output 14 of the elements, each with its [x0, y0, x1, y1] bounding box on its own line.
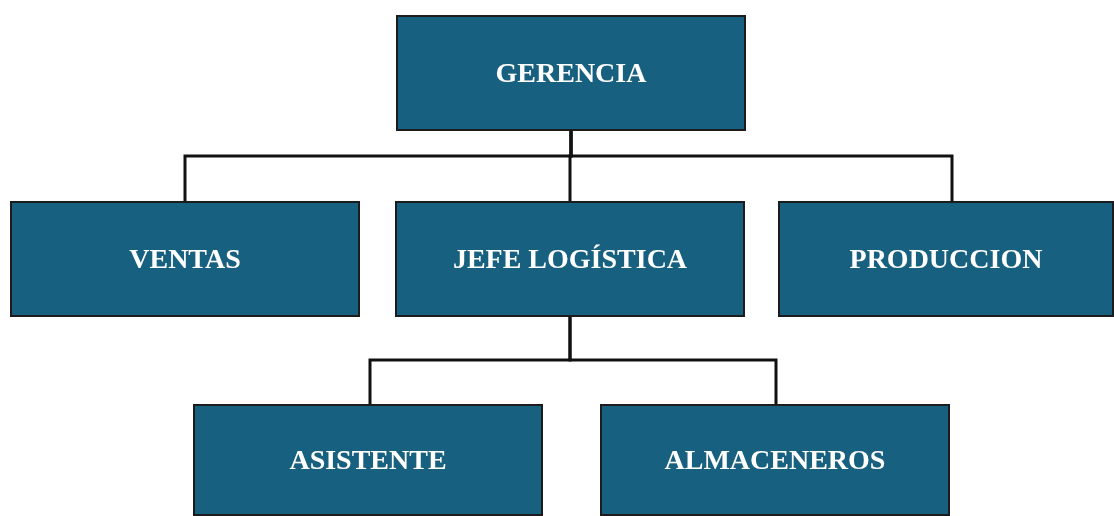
- org-box: [778, 201, 1114, 317]
- org-box: [396, 15, 746, 131]
- box-label: JEFE LOGÍSTICA: [452, 243, 688, 275]
- box-label: VENTAS: [129, 243, 241, 275]
- connector-line: [568, 317, 778, 404]
- org-box: [600, 404, 950, 516]
- box-label: GERENCIA: [495, 57, 647, 89]
- connector-line: [569, 131, 954, 201]
- box-label: ASISTENTE: [289, 444, 447, 476]
- box-label: ALMACENEROS: [664, 444, 886, 476]
- org-box: [395, 201, 745, 317]
- org-box: [193, 404, 543, 516]
- org-box: [10, 201, 360, 317]
- box-label: PRODUCCION: [849, 243, 1043, 275]
